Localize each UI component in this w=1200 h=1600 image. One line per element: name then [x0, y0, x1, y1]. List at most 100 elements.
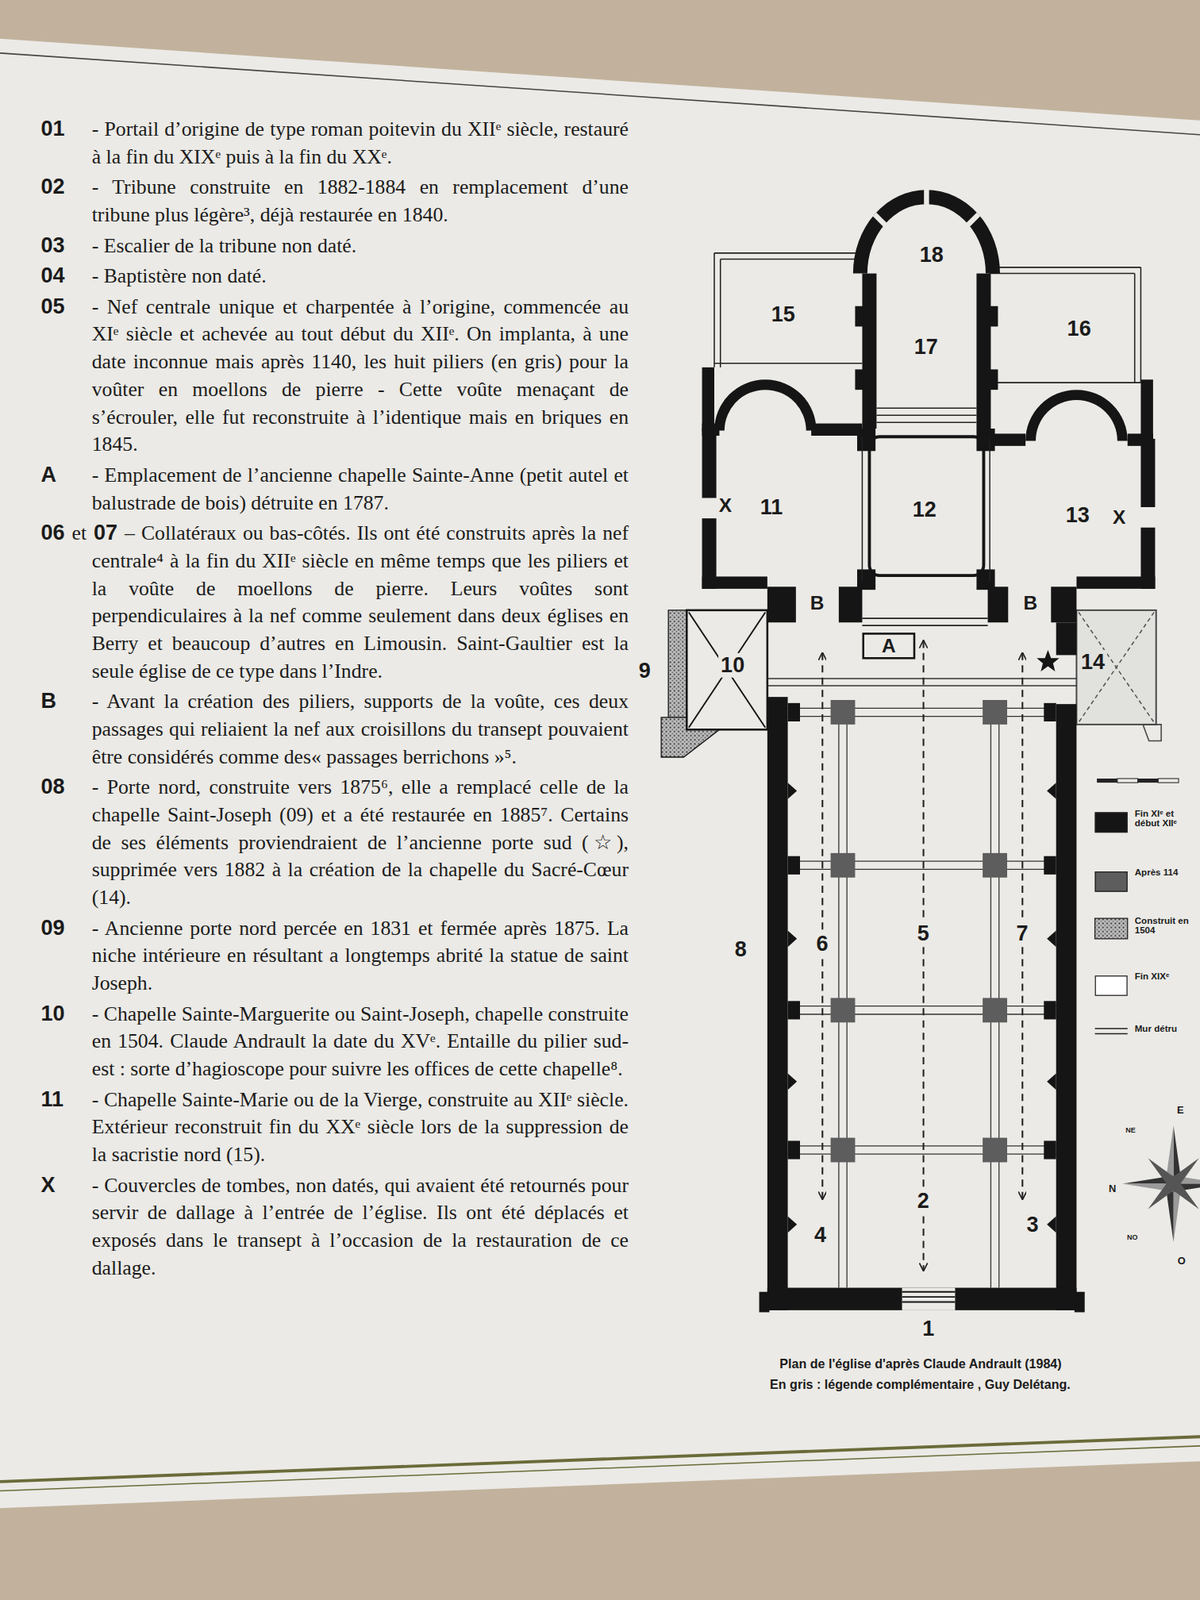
caption: Plan de l'église d'après Claude Andrault…	[779, 1356, 1062, 1372]
callout-number: 11	[40, 1084, 92, 1113]
destroyed-wall-line	[1140, 267, 1143, 383]
key-text-column: 01- Portail d’origine de type roman poit…	[40, 114, 629, 1284]
destroyed-wall-line	[1134, 273, 1136, 384]
buttress	[1074, 1292, 1085, 1313]
wall	[1076, 576, 1155, 589]
plaque-frame-line	[0, 1446, 1200, 1492]
pier-after-1140	[830, 997, 856, 1023]
key-text: - Chapelle Sainte-Marie ou de la Vierge,…	[92, 1088, 629, 1166]
vault-rib	[688, 611, 766, 727]
legend-text: Fin XIᵉ et début XIIᵉ	[1134, 807, 1197, 829]
crossing-vault	[869, 436, 984, 576]
key-text: - Ancienne porte nord percée en 1831 et …	[92, 916, 629, 995]
wall	[1140, 438, 1155, 508]
callout-letter: B	[1021, 592, 1040, 615]
compass-letter: O	[1175, 1254, 1188, 1267]
arcade-line	[998, 700, 1000, 1289]
wall-line	[861, 436, 864, 582]
transverse-arch	[788, 707, 1057, 709]
wall-1504	[668, 610, 687, 718]
key-entry: 03- Escalier de la tribune non daté.	[40, 230, 629, 260]
step-line	[876, 415, 977, 417]
callout-letter: X	[716, 495, 734, 518]
transverse-arch	[788, 1013, 1057, 1015]
room-number: 12	[910, 496, 939, 522]
pier-after-1140	[982, 853, 1008, 878]
pier-after-1140	[830, 1138, 856, 1163]
passage-pier	[767, 586, 797, 623]
transverse-arch	[788, 1145, 1057, 1147]
callout-number: 8	[732, 936, 749, 962]
pilaster	[1043, 703, 1056, 722]
portal-step	[902, 1291, 956, 1293]
key-entry: X- Couvercles de tombes, non datés, qui …	[40, 1170, 629, 1282]
key-text: - Chapelle Sainte-Marguerite ou Saint-Jo…	[92, 1002, 629, 1081]
step-line	[876, 407, 977, 410]
room-number: 15	[769, 301, 797, 327]
key-entry: 04- Baptistère non daté.	[40, 261, 629, 290]
room-area: 11	[745, 484, 799, 531]
key-text: - Avant la création des piliers, support…	[92, 689, 629, 768]
key-entry: 08- Porte nord, construite vers 1875⁶, e…	[40, 772, 629, 912]
pilaster	[788, 856, 800, 875]
transverse-arch	[788, 1153, 1057, 1154]
legend-sample-stipple	[1095, 918, 1128, 939]
callout-number: 4	[811, 1222, 828, 1247]
scale-bar	[1117, 778, 1139, 783]
altar-box: A	[861, 632, 916, 659]
step-line	[861, 617, 988, 620]
vault-rib	[1078, 611, 1154, 723]
callout-letter: X	[1111, 506, 1128, 529]
legend-sample-line	[1095, 1027, 1128, 1030]
callout-number: 05	[40, 292, 92, 320]
wall	[702, 367, 715, 431]
room-number: A	[879, 635, 898, 657]
vault-rib	[1078, 611, 1154, 723]
transverse-arch	[788, 1005, 1057, 1007]
apse-window	[874, 214, 886, 226]
room-number: 14	[1078, 650, 1107, 675]
arch-line	[767, 677, 1077, 679]
compass-letter: E	[1175, 1103, 1187, 1116]
wall-outline	[1142, 724, 1162, 742]
destroyed-wall-line	[720, 258, 863, 261]
callout-number: 01	[40, 114, 92, 143]
dashed-arrow	[821, 653, 824, 1200]
wall-1504	[661, 717, 720, 758]
wall-notch	[1046, 930, 1057, 948]
callout-number: 08	[40, 772, 92, 800]
apse-window	[923, 188, 929, 206]
nave-wall	[1056, 703, 1077, 1311]
callout-number: 04	[40, 261, 92, 289]
compass-rose	[1169, 1179, 1199, 1209]
transverse-arch	[788, 715, 1057, 717]
destroyed-wall-line	[989, 273, 1135, 275]
facade-wall	[767, 1288, 1077, 1311]
pier-after-1140	[830, 700, 856, 725]
pier-after-1140	[982, 1138, 1008, 1163]
key-text: et	[71, 521, 87, 544]
callout-number: 03	[40, 230, 92, 259]
apsidiole-wall	[714, 379, 817, 431]
key-entry: 05- Nef centrale unique et charpentée à …	[40, 292, 629, 459]
key-text: - Portail d’origine de type roman poitev…	[92, 117, 629, 168]
wall-line	[989, 381, 1141, 384]
key-text: - Escalier de la tribune non daté.	[92, 233, 357, 256]
legend-swatch	[1095, 871, 1128, 893]
callout-number: 3	[1024, 1211, 1041, 1237]
plaque	[0, 38, 1200, 1508]
pier-after-1140	[982, 700, 1008, 725]
callout-number: 02	[40, 172, 92, 200]
compass-rose	[1147, 1179, 1177, 1209]
pier-after-1140	[982, 997, 1008, 1023]
callout-number: 7	[1014, 921, 1031, 947]
arch-line	[767, 684, 1077, 686]
wall	[1140, 379, 1153, 441]
chancel-wall	[861, 273, 877, 429]
wall-notch	[788, 782, 798, 800]
room-area: 10	[709, 645, 757, 686]
key-entry: 10- Chapelle Sainte-Marguerite ou Saint-…	[40, 999, 629, 1083]
vault-rib	[688, 611, 766, 727]
